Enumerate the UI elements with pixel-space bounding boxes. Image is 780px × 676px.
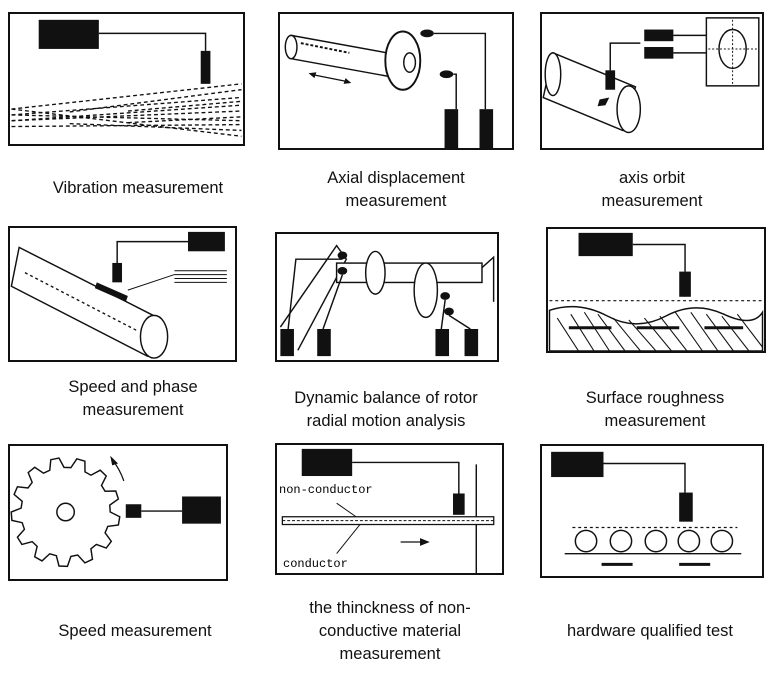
axial-illustration bbox=[284, 29, 494, 148]
balance-illustration bbox=[279, 244, 495, 357]
orbit-panel bbox=[540, 12, 764, 150]
caption-balance: Dynamic balance of rotor radial motion a… bbox=[294, 389, 478, 430]
caption-roughness: Surface roughness measurement bbox=[585, 389, 725, 430]
caption-speed-phase: Speed and phase measurement bbox=[68, 378, 198, 419]
speed-panel bbox=[8, 444, 228, 581]
vibration-panel bbox=[8, 12, 245, 146]
caption-vibration: Vibration measurement bbox=[52, 179, 224, 197]
caption-hardware: hardware qualified test bbox=[566, 622, 733, 640]
axial-panel bbox=[278, 12, 514, 150]
roughness-illustration bbox=[548, 232, 764, 351]
caption-speed: Speed measurement bbox=[58, 622, 212, 640]
balance-panel bbox=[275, 232, 499, 362]
caption-axial: Axial displacement measurement bbox=[327, 169, 465, 210]
caption-thickness: the thinckness of non- conductive materi… bbox=[309, 599, 471, 663]
caption-orbit: axis orbit measurement bbox=[601, 169, 703, 210]
thickness-illustration bbox=[281, 448, 495, 573]
hardware-illustration bbox=[551, 451, 742, 566]
speed-phase-illustration bbox=[10, 231, 227, 359]
orbit-illustration bbox=[542, 17, 760, 134]
speed-illustration bbox=[10, 455, 221, 568]
hardware-panel bbox=[540, 444, 764, 578]
non-conductor-label: non-conductor bbox=[279, 483, 373, 497]
conductor-label: conductor bbox=[283, 557, 348, 571]
roughness-panel bbox=[546, 227, 766, 353]
speed-phase-panel bbox=[8, 226, 237, 362]
thickness-panel: non-conductor conductor bbox=[275, 443, 504, 575]
vibration-illustration bbox=[11, 19, 242, 137]
